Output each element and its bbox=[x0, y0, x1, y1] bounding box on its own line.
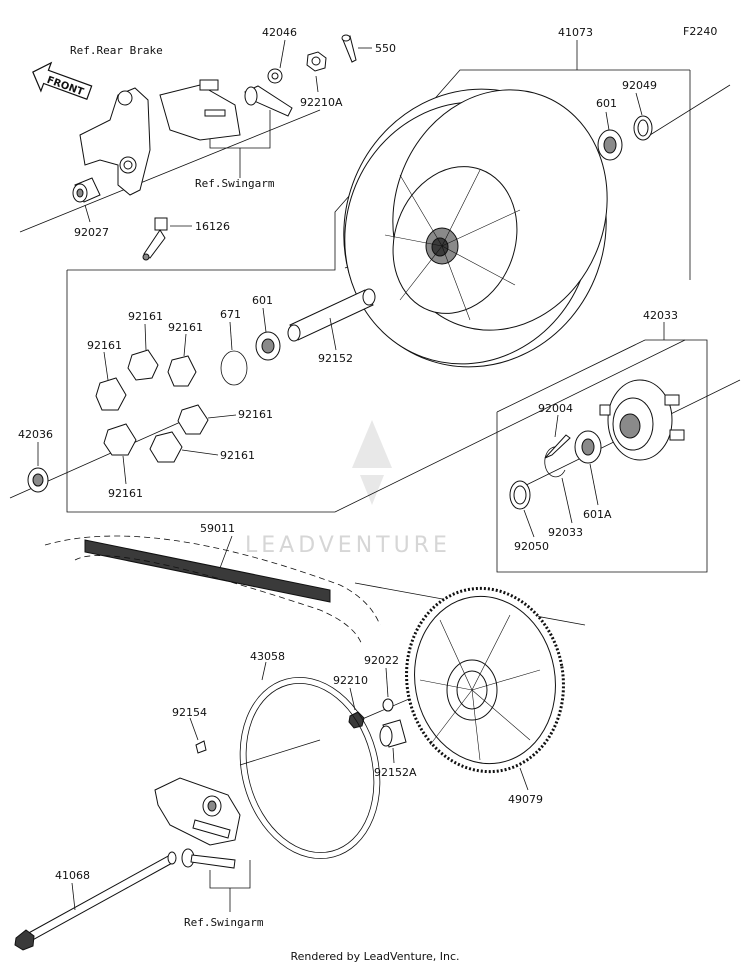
label-92022: 92022 bbox=[364, 654, 399, 667]
label-92049: 92049 bbox=[622, 79, 657, 92]
part-550-cotter-pin bbox=[341, 34, 357, 63]
footer-credit: Rendered by LeadVenture, Inc. bbox=[290, 950, 460, 963]
label-42046: 42046 bbox=[262, 26, 297, 39]
part-59011-belt bbox=[44, 535, 381, 646]
part-92154-bolt bbox=[195, 740, 207, 754]
part-92004-stud bbox=[544, 434, 571, 459]
front-arrow: FRONT bbox=[32, 61, 93, 100]
label-92027: 92027 bbox=[74, 226, 109, 239]
label-92210: 92210 bbox=[333, 674, 368, 687]
ref-swingarm-top: Ref.Swingarm bbox=[195, 177, 275, 190]
part-601-bearing-top bbox=[597, 129, 623, 161]
part-92022-washer bbox=[382, 698, 394, 712]
label-16126: 16126 bbox=[195, 220, 230, 233]
part-92152-tube bbox=[287, 288, 376, 342]
label-92161-f: 92161 bbox=[108, 487, 143, 500]
label-601A: 601A bbox=[583, 508, 612, 521]
part-92152A-collar bbox=[379, 719, 407, 748]
part-49079-sprocket bbox=[405, 586, 565, 774]
label-41068: 41068 bbox=[55, 869, 90, 882]
ref-labels: Ref.Rear Brake Ref.Swingarm Ref.Swingarm bbox=[70, 44, 275, 929]
label-42033: 42033 bbox=[643, 309, 678, 322]
part-number-labels: 41073 42046 550 92210A 92049 601 92027 1… bbox=[18, 26, 678, 882]
part-41068-axle bbox=[14, 851, 177, 951]
axle-adjuster-block bbox=[154, 777, 241, 869]
label-92004: 92004 bbox=[538, 402, 573, 415]
label-92152A: 92152A bbox=[374, 766, 417, 779]
label-92161-c: 92161 bbox=[87, 339, 122, 352]
watermark: LEADVENTURE bbox=[245, 420, 451, 558]
part-43058-ring bbox=[239, 677, 381, 859]
part-92033-circlip bbox=[544, 446, 566, 478]
label-92152: 92152 bbox=[318, 352, 353, 365]
label-92161-a: 92161 bbox=[128, 310, 163, 323]
part-671-o-ring bbox=[220, 350, 248, 386]
watermark-text: LEADVENTURE bbox=[245, 533, 451, 558]
leader-lines bbox=[37, 39, 665, 911]
ref-rear-brake: Ref.Rear Brake bbox=[70, 44, 163, 57]
label-92033: 92033 bbox=[548, 526, 583, 539]
part-601-bearing-mid bbox=[255, 331, 281, 361]
part-92050-seal bbox=[509, 480, 531, 510]
part-92161-dampers bbox=[95, 349, 209, 463]
part-42033-hub bbox=[599, 379, 685, 461]
part-16126-valve bbox=[142, 217, 168, 261]
part-42036-collar bbox=[27, 467, 49, 493]
rear-brake-bracket bbox=[79, 79, 241, 196]
label-550: 550 bbox=[375, 42, 396, 55]
label-92210A: 92210A bbox=[300, 96, 343, 109]
diagram-code: F2240 bbox=[683, 25, 717, 38]
label-41073: 41073 bbox=[558, 26, 593, 39]
group-frames bbox=[66, 69, 708, 912]
label-92161-d: 92161 bbox=[238, 408, 273, 421]
label-92161-e: 92161 bbox=[220, 449, 255, 462]
label-59011: 59011 bbox=[200, 522, 235, 535]
part-92049-seal bbox=[633, 115, 653, 141]
part-92210A-nut bbox=[306, 51, 327, 72]
label-43058: 43058 bbox=[250, 650, 285, 663]
part-601A-bearing bbox=[574, 430, 602, 464]
ref-swingarm-bottom: Ref.Swingarm bbox=[184, 916, 264, 929]
label-42036: 42036 bbox=[18, 428, 53, 441]
label-92154: 92154 bbox=[172, 706, 207, 719]
label-49079: 49079 bbox=[508, 793, 543, 806]
label-92161-b: 92161 bbox=[168, 321, 203, 334]
label-601-top: 601 bbox=[596, 97, 617, 110]
label-671: 671 bbox=[220, 308, 241, 321]
label-92050: 92050 bbox=[514, 540, 549, 553]
rear-wheel-rim bbox=[343, 88, 608, 368]
part-42046-washer bbox=[244, 68, 293, 117]
label-601-mid: 601 bbox=[252, 294, 273, 307]
part-92027-collar bbox=[72, 177, 101, 203]
